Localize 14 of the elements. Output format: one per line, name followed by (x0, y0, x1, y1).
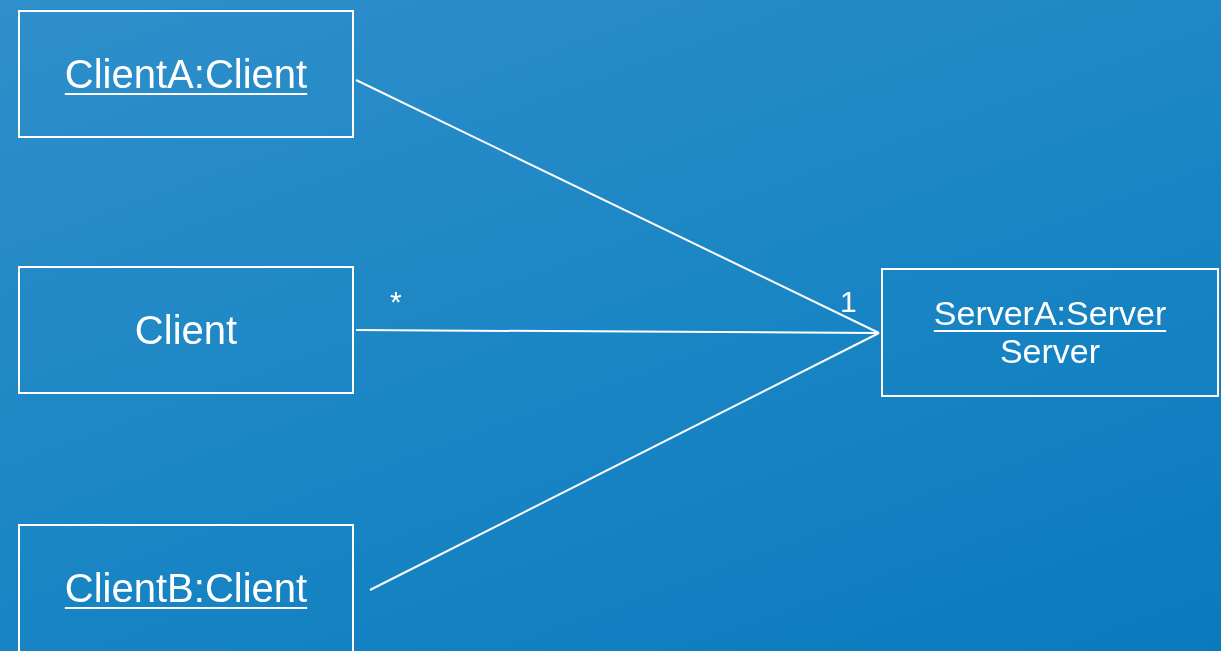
class-name: Server (999, 332, 1101, 370)
object-name: ClientB:Client (64, 566, 308, 610)
object-name: ServerA:Server (933, 295, 1167, 333)
multiplicity-label: 1 (840, 285, 857, 319)
object-box (881, 268, 1219, 397)
class-name: Client (134, 308, 238, 352)
association-line (369, 332, 880, 591)
multiplicity-label: * (390, 285, 402, 319)
object-name: ClientA:Client (64, 52, 308, 96)
object-box (18, 10, 354, 138)
class-box (18, 266, 354, 394)
association-line (355, 79, 880, 334)
object-box (18, 524, 354, 651)
association-line (355, 329, 880, 334)
